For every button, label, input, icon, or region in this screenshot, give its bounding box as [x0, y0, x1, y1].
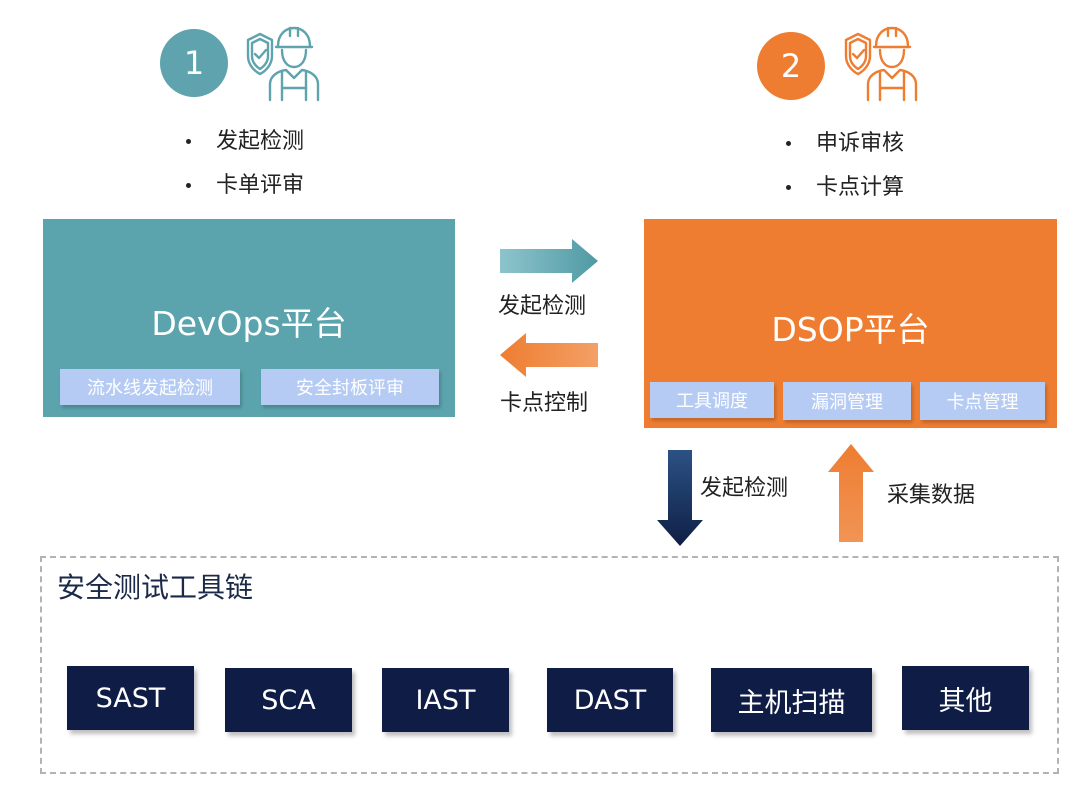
- devops-platform-title: DevOps平台: [151, 304, 347, 343]
- devops-chip-pipeline: 流水线发起检测: [60, 369, 240, 405]
- tool-dast: DAST: [547, 668, 673, 732]
- security-worker-icon: [246, 26, 320, 102]
- down-arrow: [657, 450, 703, 546]
- up-arrow: [828, 444, 874, 542]
- step-1-bullets: 发起检测 卡单评审: [182, 120, 304, 208]
- left-arrow: [500, 333, 598, 377]
- right-arrow: [500, 239, 598, 283]
- left-arrow-label: 卡点控制: [500, 391, 589, 416]
- down-arrow-label: 发起检测: [700, 476, 789, 501]
- devops-chip-review: 安全封板评审: [261, 369, 439, 405]
- dsop-chip-vuln-mgmt: 漏洞管理: [783, 382, 911, 420]
- step-1-badge: 1: [160, 29, 228, 97]
- toolchain-container: [40, 556, 1059, 774]
- devops-platform-panel: DevOps平台 流水线发起检测 安全封板评审: [43, 219, 455, 417]
- dsop-chip-checkpoint-mgmt: 卡点管理: [920, 382, 1045, 420]
- step-2-bullets: 申诉审核 卡点计算: [782, 122, 904, 210]
- up-arrow-label: 采集数据: [887, 483, 976, 508]
- tool-host-scan: 主机扫描: [711, 668, 872, 732]
- bullet-item: 卡点计算: [782, 166, 904, 210]
- bullet-item: 发起检测: [182, 120, 304, 164]
- step-2-badge: 2: [757, 32, 825, 100]
- bullet-item: 卡单评审: [182, 164, 304, 208]
- bullet-item: 申诉审核: [782, 122, 904, 166]
- tool-iast: IAST: [382, 668, 509, 732]
- toolchain-title: 安全测试工具链: [57, 571, 254, 604]
- tool-sast: SAST: [67, 666, 194, 730]
- dsop-chip-scheduling: 工具调度: [650, 382, 774, 418]
- dsop-platform-panel: DSOP平台 工具调度 漏洞管理 卡点管理: [644, 219, 1057, 428]
- right-arrow-label: 发起检测: [498, 294, 587, 319]
- dsop-platform-title: DSOP平台: [771, 310, 930, 349]
- tool-sca: SCA: [225, 668, 352, 732]
- security-worker-icon: [844, 26, 918, 102]
- tool-other: 其他: [902, 666, 1029, 730]
